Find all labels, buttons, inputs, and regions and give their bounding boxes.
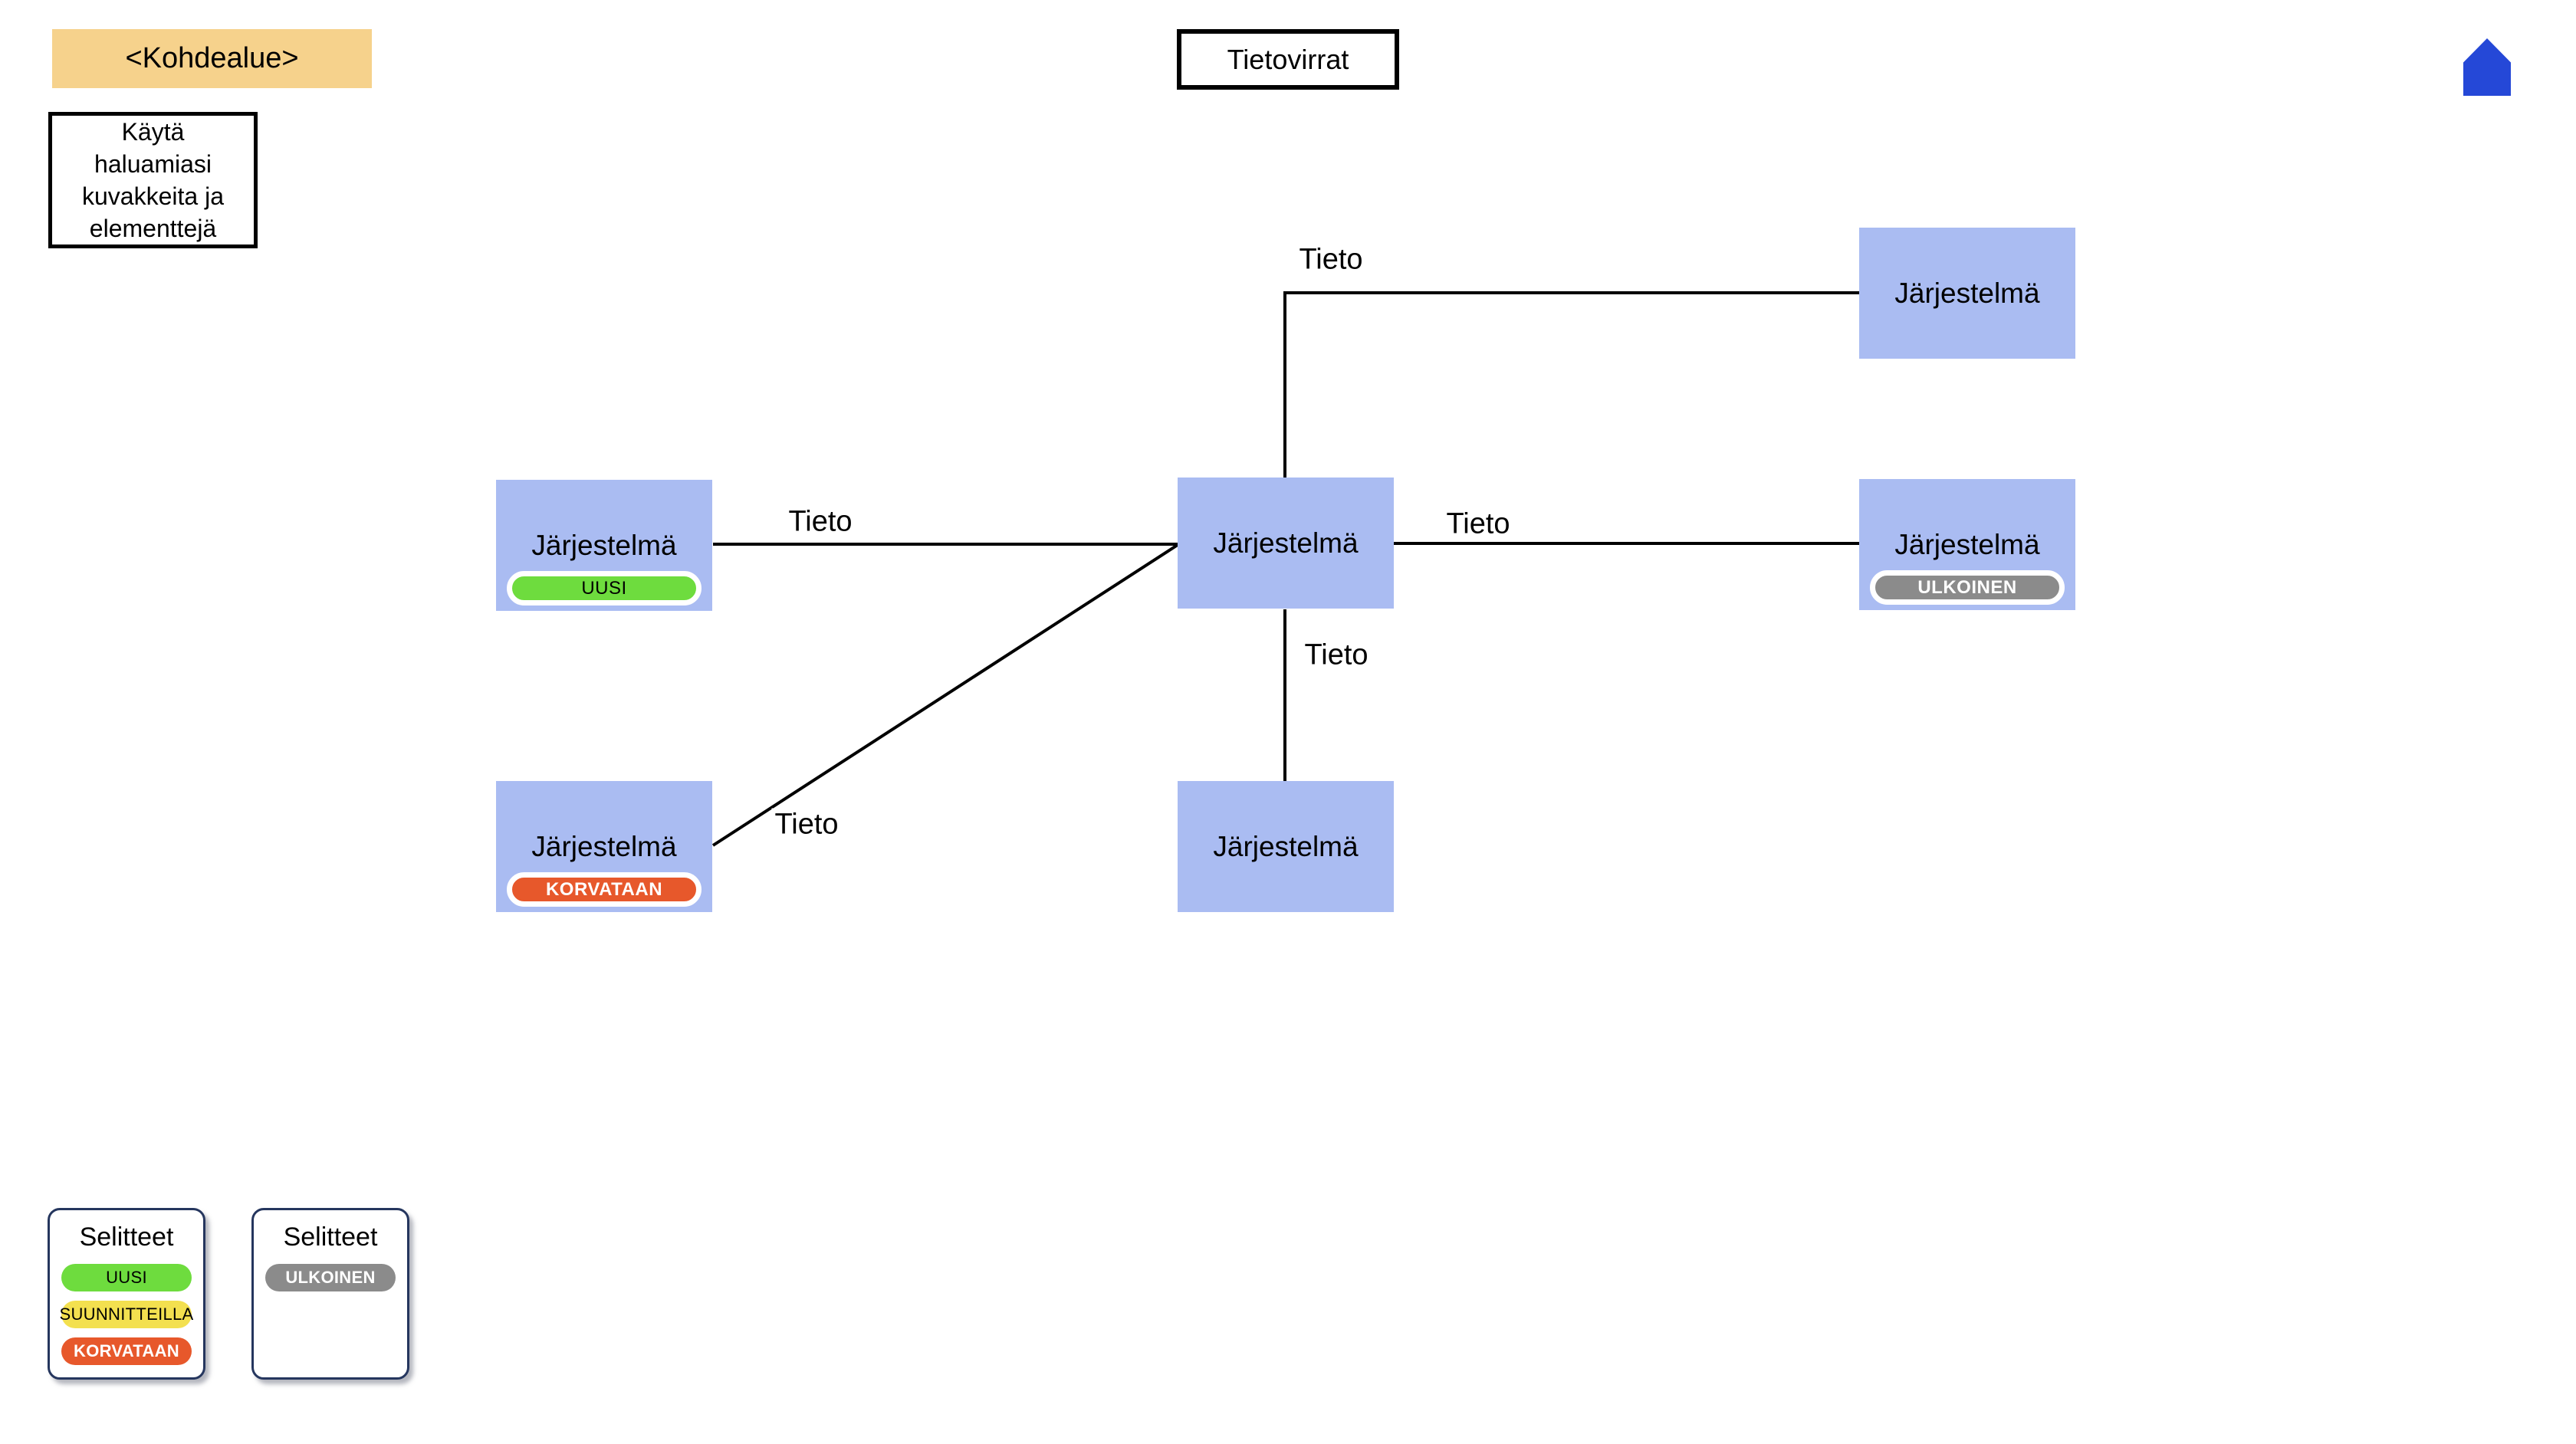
legend-card-external[interactable]: Selitteet ULKOINEN: [251, 1208, 409, 1380]
system-node-label: Järjestelmä: [1894, 277, 2040, 309]
legend-pill-list: UUSI SUUNNITTEILLA KORVATAAN: [59, 1264, 193, 1365]
system-node-center[interactable]: Järjestelmä: [1178, 478, 1394, 609]
edge-label: Tieto: [771, 808, 842, 842]
status-badge-ulkoinen[interactable]: ULKOINEN: [1870, 570, 2065, 605]
system-node-label: Järjestelmä: [1894, 528, 2040, 560]
kohdealue-header-shape[interactable]: <Kohdealue>: [52, 29, 372, 88]
system-node-left[interactable]: Järjestelmä UUSI: [496, 480, 712, 611]
legend-title: Selitteet: [283, 1222, 378, 1252]
system-node-top-right[interactable]: Järjestelmä: [1859, 228, 2075, 359]
status-badge-korvataan[interactable]: KORVATAAN: [507, 872, 702, 907]
edge-label: Tieto: [785, 505, 856, 539]
system-node-right[interactable]: Järjestelmä ULKOINEN: [1859, 479, 2075, 610]
legend-pill-uusi[interactable]: UUSI: [61, 1264, 192, 1291]
edge-label: Tieto: [1301, 638, 1372, 672]
edge-center-to-top-right: [1283, 291, 1859, 478]
system-node-label: Järjestelmä: [1213, 830, 1359, 862]
legend-pill-list: ULKOINEN: [265, 1264, 396, 1291]
system-node-bottom-left[interactable]: Järjestelmä KORVATAAN: [496, 781, 712, 912]
edge-bottom-left-to-center: [711, 543, 1179, 847]
system-node-label: Järjestelmä: [531, 529, 677, 561]
legend-title: Selitteet: [79, 1222, 174, 1252]
system-node-label: Järjestelmä: [531, 830, 677, 862]
legend-pill-ulkoinen[interactable]: ULKOINEN: [265, 1264, 396, 1291]
legend-pill-korvataan[interactable]: KORVATAAN: [61, 1337, 192, 1365]
instruction-note-box[interactable]: Käytä haluamiasi kuvakkeita ja elementte…: [48, 112, 258, 248]
diagram-title-box[interactable]: Tietovirrat: [1177, 29, 1399, 90]
system-node-bottom-center[interactable]: Järjestelmä: [1178, 781, 1394, 912]
edge-label: Tieto: [1296, 243, 1366, 277]
system-node-label: Järjestelmä: [1213, 527, 1359, 559]
status-badge-uusi[interactable]: UUSI: [507, 571, 702, 605]
edge-label: Tieto: [1443, 507, 1513, 541]
legend-pill-suunnitteilla[interactable]: SUUNNITTEILLA: [59, 1301, 193, 1328]
legend-card-statuses[interactable]: Selitteet UUSI SUUNNITTEILLA KORVATAAN: [48, 1208, 205, 1380]
